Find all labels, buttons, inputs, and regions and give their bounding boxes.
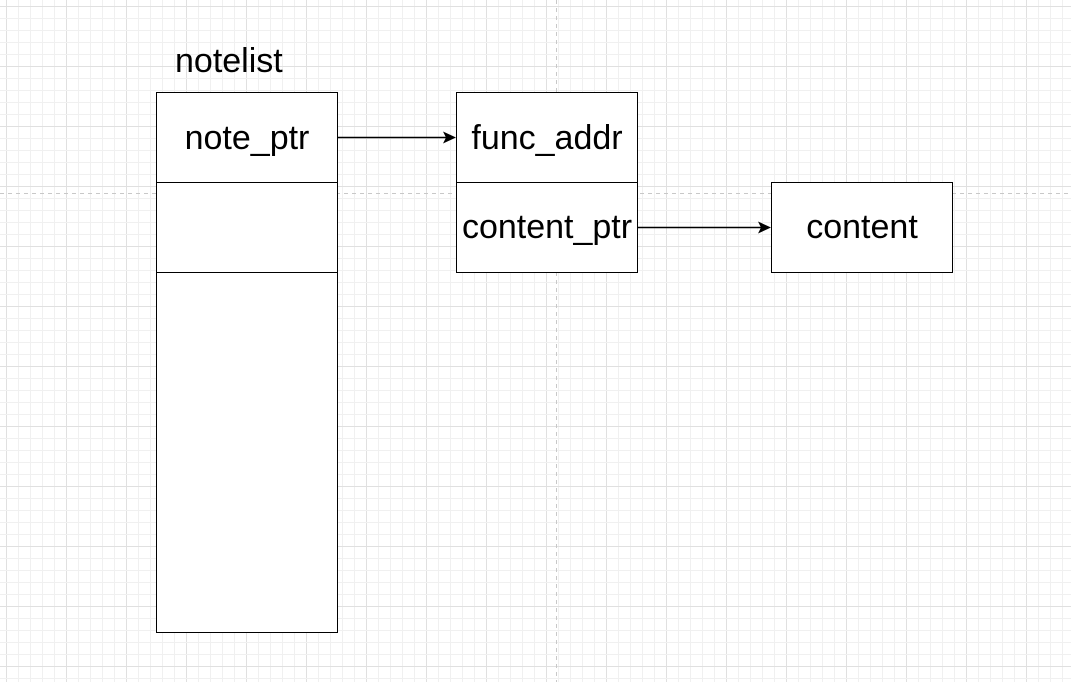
content-label: content xyxy=(806,208,918,246)
field-func-addr: func_addr xyxy=(471,118,623,157)
slot-divider xyxy=(157,272,337,273)
content-box[interactable]: content xyxy=(771,182,953,273)
field-divider xyxy=(457,182,637,183)
notelist-title: notelist xyxy=(175,42,283,80)
note-struct[interactable]: func_addr content_ptr xyxy=(456,92,638,273)
arrow-content-ptr-to-content[interactable] xyxy=(638,221,771,234)
arrow-note-ptr-to-func-addr[interactable] xyxy=(338,131,456,144)
notelist-array[interactable]: note_ptr xyxy=(156,92,338,633)
field-content-ptr: content_ptr xyxy=(461,208,633,246)
notelist-slot-0: note_ptr xyxy=(184,118,310,157)
slot-divider xyxy=(157,182,337,183)
